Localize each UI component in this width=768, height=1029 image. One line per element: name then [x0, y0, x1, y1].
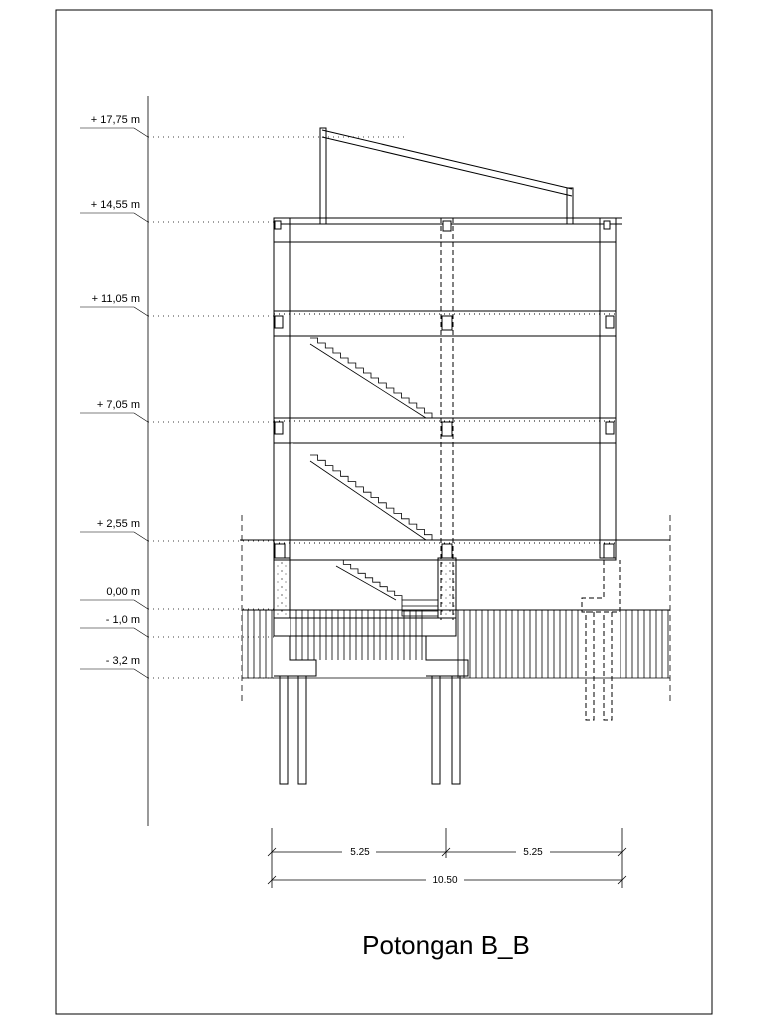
level-leader: [133, 212, 149, 223]
level-leader: [133, 627, 149, 638]
stair-stringer: [335, 565, 397, 601]
roof-structure: [274, 127, 622, 225]
stair-steps: [310, 337, 433, 418]
level-leader: [133, 599, 149, 610]
dim-bg-left: [342, 845, 376, 857]
stairs: [291, 337, 439, 617]
stair-landing: [401, 599, 439, 617]
stair-steps: [336, 559, 403, 600]
level-label: + 14,55 m: [91, 199, 140, 211]
level-label: 0,00 m: [106, 586, 140, 598]
dim-bg-right: [516, 845, 550, 857]
level-leader: [133, 306, 149, 317]
level-label: - 3,2 m: [106, 655, 140, 667]
level-label: + 11,05 m: [92, 293, 140, 305]
dim-span-right: 5.25: [523, 847, 543, 858]
sheet-border: [55, 9, 713, 1015]
dim-span-left: 5.25: [350, 847, 370, 858]
foundations: [274, 560, 621, 785]
level-leader: [133, 531, 149, 542]
level-leader: [133, 668, 149, 679]
stair-stringer: [309, 460, 427, 541]
level-label: + 17,75 m: [91, 114, 140, 126]
stair-stringer: [309, 343, 427, 419]
level-leader: [133, 127, 149, 138]
level-label: + 2,55 m: [97, 518, 140, 530]
beam-sections: [274, 220, 615, 559]
level-leader: [133, 412, 149, 423]
drawing-title: Potongan B_B: [362, 930, 530, 960]
dim-bg-total: [426, 873, 464, 885]
level-label: - 1,0 m: [106, 614, 140, 626]
level-markers: + 17,75 m + 14,55 m + 11,05 m + 7,05 m + 2,5…: [80, 114, 405, 679]
dim-total: 10.50: [432, 875, 457, 886]
basement-walls: [273, 557, 457, 619]
soil-hatch: [241, 515, 671, 705]
level-label: + 7,05 m: [97, 399, 140, 411]
stair-steps: [310, 454, 433, 540]
